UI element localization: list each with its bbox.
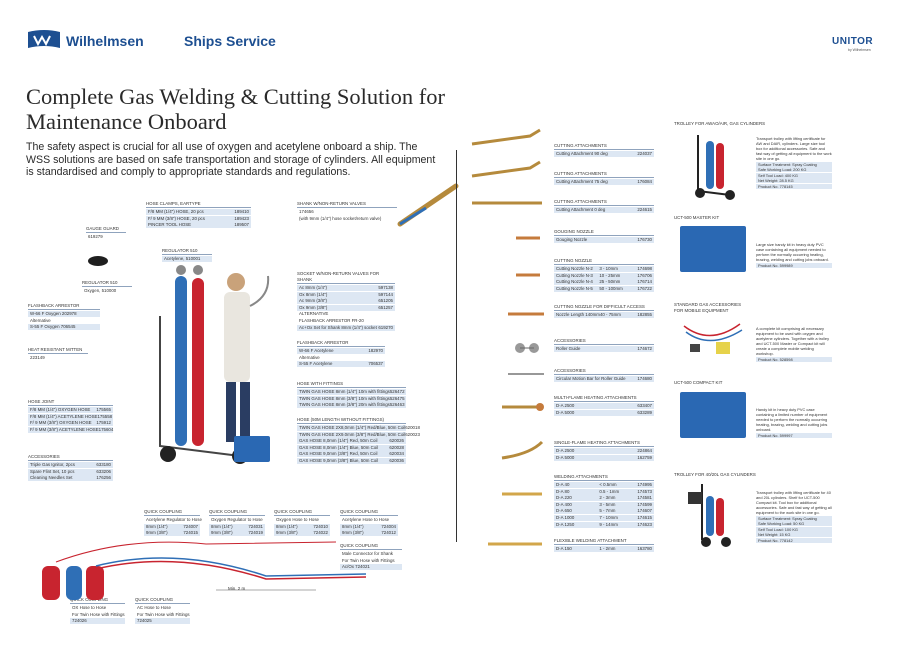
quick-coupling-5: QUICK COUPLING Male Connector for Shank … <box>340 543 402 571</box>
quick-coupling-7: QUICK COUPLING AC Hose to Hose For Twin … <box>135 597 190 625</box>
regulator-oxygen-box: REGULATOR 510 Oxygen, 510000 <box>82 280 132 295</box>
wilhelmsen-logo <box>26 28 62 52</box>
heat-mitten-box: HEAT RESISTANT MITTEN 223149 <box>28 347 88 362</box>
hose-no-fittings-box: HOSE (50M LENGTH WITHOUT FITTINGS) TWIN … <box>297 417 420 464</box>
kit2-title: STANDARD GAS ACCESSORIES FOR MOBILE EQUI… <box>674 302 742 313</box>
cutting-attachment-90-image <box>471 128 541 146</box>
kit3-desc: Handy kit in heavy duty PVC case contain… <box>756 407 832 438</box>
brand-ships-service: Ships Service <box>184 33 276 49</box>
nozzle-difficult-box: CUTTING NOZZLE FOR DIFFICULT ACCESS Nozz… <box>554 304 654 318</box>
kit2-desc: A complete kit comprising all necessary … <box>756 326 832 362</box>
master-kit-image <box>680 226 746 272</box>
gouging-nozzle-image <box>516 236 540 240</box>
branch-trunk <box>456 150 457 542</box>
circular-motion-box: ACCESSORIES Circular Motion Bar for Roll… <box>554 368 654 382</box>
cut-attachment-90-box: CUTTING ATTACHMENTS Cutting Attachment 9… <box>554 143 654 157</box>
cut-attachment-0-box: CUTTING ATTACHMENTS Cutting Attachment 0… <box>554 199 654 213</box>
kit3-title: UCT-500 COMPACT KIT <box>674 380 723 385</box>
quick-coupling-4: QUICK COUPLING Acetylene Hose to Hose 8m… <box>340 509 398 537</box>
quick-coupling-6: QUICK COUPLING OX Hose to Hose For Twin … <box>70 597 125 625</box>
regulator-acetylene-box: REGULATOR 510 Acetylene, 510001 <box>162 248 212 263</box>
trolley2-desc: Transport trolley with lifting certifica… <box>756 490 832 543</box>
single-flame-box: SINGLE-FLAME HEATING ATTACHMENTS D-A 250… <box>554 440 654 461</box>
gauge-guard-image <box>88 256 108 266</box>
brand-unitor-sub: by Wilhelmsen <box>848 48 871 52</box>
brand-unitor: UNITOR <box>832 36 874 47</box>
cut-attachment-75-box: CUTTING ATTACHMENTS Cutting Attachment 7… <box>554 171 654 185</box>
quick-coupling-1: QUICK COUPLING Acetylene Regulator to Ho… <box>144 509 202 537</box>
hose-fittings-box: HOSE WITH FITTINGS TWIN GAS HOSE 8mm (1/… <box>297 381 406 409</box>
circular-motion-image <box>508 373 544 375</box>
socket-valves-box: SOCKET W/NON-RETURN VALVES FOR SHANK Ac … <box>297 271 395 331</box>
flexible-welding-image <box>488 542 542 546</box>
wave-flag-icon <box>28 30 60 48</box>
trolley2-image <box>688 484 731 547</box>
compact-kit-image <box>680 392 746 438</box>
brand-wilhelmsen: Wilhelmsen <box>66 33 144 49</box>
gauge-guard-box: GAUGE GUARD 619279 <box>86 226 126 241</box>
standard-accessories-image <box>683 323 743 354</box>
quick-coupling-2: QUICK COUPLING Oxygen Regulator to Hose … <box>209 509 265 537</box>
flashback-left-box: FLASHBACK ARRESTOR W-66 F Oxygen 202978 … <box>28 303 100 331</box>
torch-shank-image <box>397 183 459 227</box>
trolley1-desc: Transport trolley with lifting certifica… <box>756 136 832 189</box>
single-flame-image <box>501 440 544 460</box>
shank-valves-box: SHANK W/NON-RETURN VALVES 174656 (with 9… <box>297 201 397 222</box>
trolley1-image <box>695 135 735 200</box>
hose-clamps-box: HOSE CLAMPS, EARTYPE F/8 MM (1/4") HOSE,… <box>146 201 251 229</box>
intro-paragraph: The safety aspect is crucial for all use… <box>26 141 436 178</box>
quick-coupling-3: QUICK COUPLING Oxygen Hose to Hose 8mm (… <box>274 509 330 537</box>
multi-flame-image <box>502 403 544 411</box>
roller-guide-image <box>515 343 539 353</box>
kit1-title: UCT-500 MASTER KIT <box>674 215 720 220</box>
cylinder-hose-diagram <box>42 541 367 600</box>
cutting-nozzle-image <box>516 273 540 277</box>
multi-flame-box: MULTI-FLAME HEATING ATTACHMENTS D-A 2500… <box>554 395 654 416</box>
nozzle-difficult-image <box>508 312 544 316</box>
min-length-label: Min. 2 m <box>228 586 246 591</box>
cutting-attachment-0-image <box>472 201 542 205</box>
trolley1-title: TROLLEY FOR AWAO/AIR, GAS CYLINDERS <box>674 121 766 126</box>
trolley2-title: TROLLEY FOR 40/20L GAS CYLINDERS <box>674 472 756 477</box>
page-title: Complete Gas Welding & Cutting Solution … <box>26 84 446 134</box>
kit1-desc: Large size handy kit in heavy duty PVC c… <box>756 242 832 268</box>
tool-case-image <box>234 436 270 462</box>
cutting-attachment-75-image <box>471 160 541 178</box>
welding-attachment-image <box>502 492 542 496</box>
